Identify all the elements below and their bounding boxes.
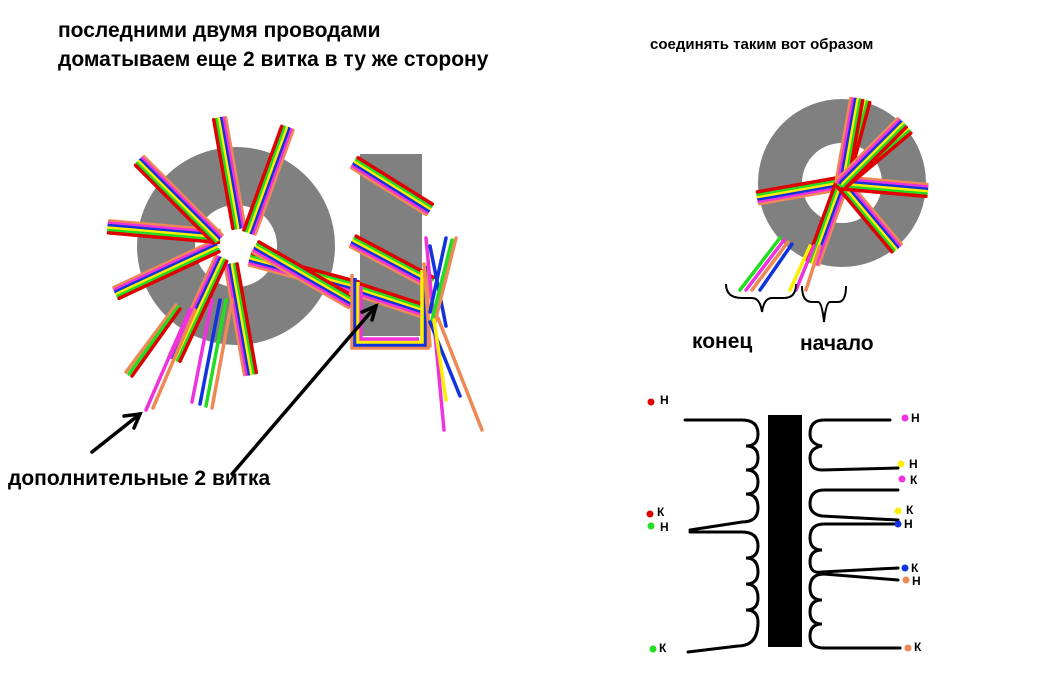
right-toroid bbox=[725, 96, 929, 323]
terminal-dot bbox=[901, 564, 909, 572]
extra-turns-label: дополнительные 2 витка bbox=[8, 467, 271, 490]
terminal-label: Н bbox=[660, 520, 669, 534]
schematic-wires bbox=[683, 418, 902, 654]
terminal-label: К bbox=[659, 641, 667, 655]
iron-core-bar bbox=[768, 415, 802, 647]
terminal-label: Н bbox=[909, 457, 918, 471]
rect-core-assembly bbox=[348, 154, 484, 432]
terminal-dot bbox=[898, 475, 906, 483]
right-winding-2 bbox=[808, 488, 900, 522]
toroid-leads bbox=[738, 236, 822, 292]
left-winding-2 bbox=[686, 530, 760, 654]
title-line-2: доматываем еще 2 витка в ту же сторону bbox=[58, 48, 489, 71]
start-label: начало bbox=[800, 332, 874, 355]
right-winding-4 bbox=[808, 572, 902, 650]
arrow-left-head bbox=[122, 411, 143, 430]
terminal-label: Н bbox=[912, 574, 921, 588]
left-toroid bbox=[106, 115, 361, 412]
terminal-label: К bbox=[657, 505, 665, 519]
arrow-left bbox=[90, 412, 142, 454]
arrows bbox=[90, 302, 379, 476]
arrow-right bbox=[230, 304, 378, 476]
terminal-label: К bbox=[906, 503, 914, 517]
terminal-label: К bbox=[911, 561, 919, 575]
right-winding-1 bbox=[808, 418, 900, 472]
end-brace bbox=[725, 283, 797, 313]
title-line-1: последними двумя проводами bbox=[58, 19, 381, 42]
connect-caption: соединять таким вот образом bbox=[650, 36, 874, 53]
terminal-dot bbox=[897, 460, 905, 468]
arrow-right-head bbox=[360, 302, 379, 322]
end-label: конец bbox=[692, 330, 753, 353]
terminal-dot bbox=[901, 414, 909, 422]
toroid-leads bbox=[124, 298, 234, 412]
terminal-dots bbox=[646, 398, 912, 653]
terminal-label: К bbox=[910, 473, 918, 487]
terminal-dot bbox=[894, 507, 902, 515]
right-winding-3 bbox=[808, 522, 900, 574]
terminal-dot bbox=[904, 644, 912, 652]
terminal-label: Н bbox=[904, 517, 913, 531]
rect-leads bbox=[422, 236, 484, 432]
terminal-dot bbox=[647, 522, 655, 530]
terminal-label: Н bbox=[911, 411, 920, 425]
terminal-dot bbox=[894, 520, 902, 528]
terminal-label: Н bbox=[660, 393, 669, 407]
left-winding-1 bbox=[683, 418, 760, 532]
terminal-dot bbox=[649, 645, 657, 653]
terminal-dot bbox=[646, 510, 654, 518]
terminal-dot bbox=[647, 398, 655, 406]
terminal-dot bbox=[902, 576, 910, 584]
terminal-label: К bbox=[914, 640, 922, 654]
start-brace bbox=[801, 285, 847, 323]
transformer-schematic bbox=[646, 398, 912, 654]
